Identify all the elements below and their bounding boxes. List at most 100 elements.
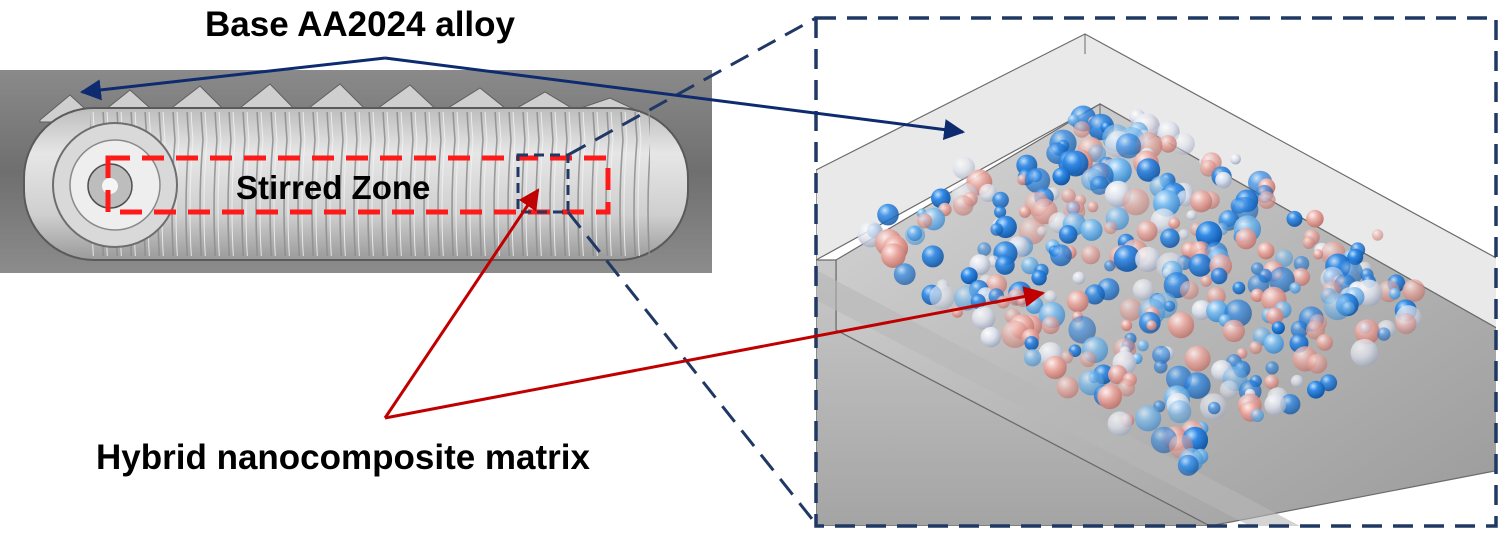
nanoparticle: [1031, 270, 1047, 286]
nanoparticle: [1250, 408, 1264, 422]
nanoparticle: [1293, 255, 1310, 272]
nanoparticle: [1115, 133, 1142, 159]
nanoparticle: [1264, 393, 1287, 416]
nanoparticle: [877, 203, 899, 226]
nanoparticle: [1058, 225, 1078, 244]
nanoparticle: [1068, 316, 1096, 344]
nanoparticle: [929, 284, 955, 310]
nanoparticle: [1159, 135, 1177, 153]
nanoparticle: [1050, 244, 1072, 267]
nanoparticle: [992, 191, 1009, 209]
nanoparticle: [1001, 320, 1029, 349]
nanoparticle: [1087, 201, 1099, 213]
nanoparticle: [1066, 290, 1089, 313]
nanoparticle: [1188, 253, 1212, 277]
nanoparticle: [1108, 364, 1128, 385]
nanoparticle: [1119, 298, 1143, 322]
nanoparticle: [1290, 374, 1304, 388]
nanoparticle: [1191, 300, 1212, 320]
nanoparticle: [1104, 221, 1118, 235]
nanoparticle: [1215, 171, 1232, 189]
nanoparticle: [1041, 316, 1060, 335]
nanoparticle: [1044, 290, 1057, 303]
nanoparticle: [1200, 275, 1212, 287]
nanoparticle: [994, 205, 1007, 219]
nanoparticle: [1280, 394, 1301, 415]
nanoparticle: [1056, 376, 1079, 399]
nanoparticle: [1179, 280, 1199, 300]
nanoparticle: [1136, 158, 1161, 182]
nanoparticle: [1132, 279, 1155, 301]
nanoparticle: [1062, 150, 1089, 177]
nanoparticle: [1052, 167, 1071, 186]
nanoparticle: [1184, 345, 1211, 372]
nanoparticle: [1264, 374, 1279, 390]
nanoparticle: [979, 183, 998, 202]
nanoparticle: [1316, 334, 1333, 351]
nanoparticle: [1152, 345, 1171, 365]
nanoparticle: [1117, 379, 1136, 397]
nanoparticle: [1043, 355, 1067, 380]
nanoparticle: [1184, 372, 1211, 399]
nanoparticle: [893, 263, 916, 286]
nanoparticle: [1153, 359, 1168, 374]
nanoparticle: [990, 223, 1004, 236]
nanoparticle: [1302, 236, 1315, 249]
base-alloy-arrow-left: [79, 56, 386, 101]
nanoparticle: [1307, 353, 1328, 374]
nanoparticle: [1122, 188, 1150, 216]
nanoparticle: [1323, 292, 1352, 321]
nanoparticle: [905, 225, 926, 245]
nanoparticle: [1306, 320, 1325, 340]
nanoparticle: [1195, 221, 1223, 248]
nanoparticle: [972, 306, 996, 330]
nanoparticle: [1104, 260, 1116, 272]
nanoparticle: [995, 255, 1015, 275]
nanoparticle: [1021, 256, 1039, 275]
nanoparticle: [1024, 167, 1051, 194]
nanoparticle: [1146, 320, 1157, 331]
nanoparticle: [1120, 319, 1133, 331]
nanoparticle: [1249, 341, 1263, 355]
nanoparticle: [1395, 313, 1417, 335]
nanoparticle: [1160, 228, 1180, 248]
nanoparticle: [1222, 319, 1246, 343]
nanoparticle: [1354, 319, 1380, 345]
nanoparticle: [1258, 191, 1276, 209]
nanoparticle: [980, 326, 1001, 348]
nanoparticle: [1313, 249, 1324, 260]
nanoparticle: [1172, 132, 1195, 155]
base-alloy-label: Base AA2024 alloy: [205, 5, 516, 44]
nanoparticle: [1023, 349, 1042, 367]
composite-block: [816, 18, 1496, 526]
nanoparticle: [1176, 190, 1194, 207]
nanoparticle: [1081, 245, 1101, 265]
zoom-connector-top: [567, 16, 817, 157]
nanoparticle: [1210, 267, 1228, 285]
nanoparticle: [1150, 208, 1177, 234]
nanoparticle: [1292, 268, 1311, 286]
nanoparticle: [1257, 242, 1275, 260]
nanoparticle: [1266, 307, 1284, 325]
nanoparticle: [960, 267, 978, 285]
nanoparticle: [1135, 405, 1162, 432]
base-alloy-arrow-right: [384, 56, 966, 141]
nanoparticle: [1097, 384, 1122, 410]
nanoparticle: [1265, 361, 1279, 375]
nanoparticle: [1136, 220, 1158, 242]
nanoparticle: [1178, 229, 1189, 240]
nanoparticle: [1168, 217, 1180, 229]
nanoparticle: [1061, 188, 1076, 203]
nanoparticle: [1167, 311, 1195, 339]
nanoparticle: [1037, 226, 1048, 237]
nanoparticle: [1177, 454, 1199, 476]
nanoparticle: [1168, 400, 1192, 424]
nanoparticle: [1072, 271, 1086, 285]
nanoparticle: [1268, 266, 1295, 293]
weld-photo: Stirred Zone: [0, 70, 712, 273]
stirred-zone-label: Stirred Zone: [236, 169, 430, 206]
nanoparticle: [1090, 175, 1109, 195]
nanoparticle: [1342, 301, 1355, 315]
nanoparticle: [1307, 380, 1325, 399]
nanoparticle: [1088, 144, 1106, 163]
